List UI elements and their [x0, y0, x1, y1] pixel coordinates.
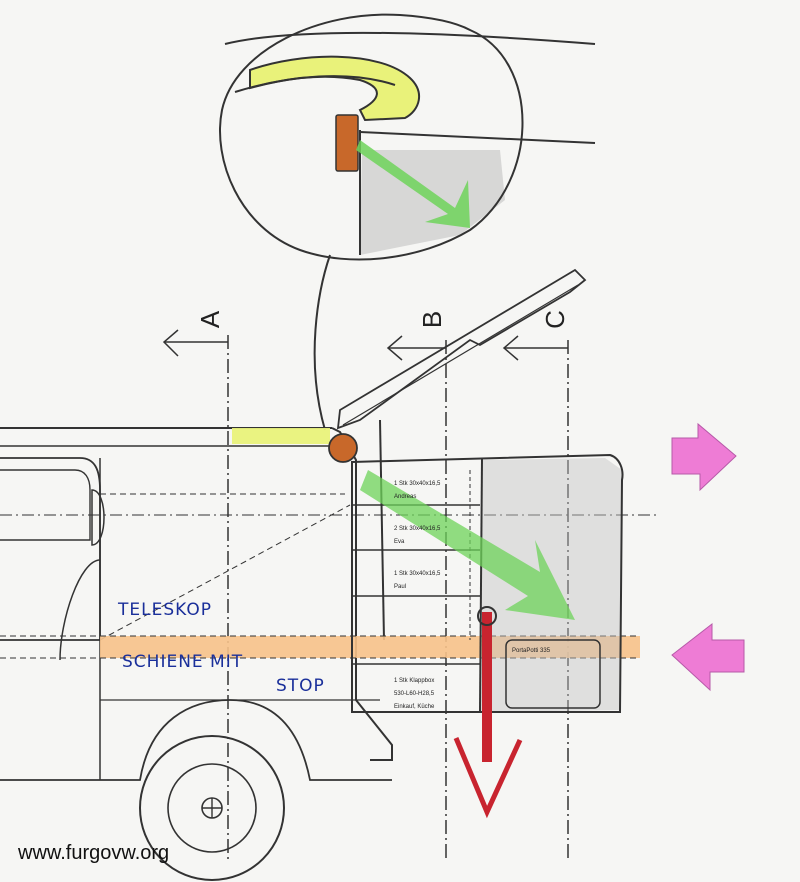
section-marker-a: [162, 329, 229, 860]
schiene-annotation-line1: SCHIENE MIT: [122, 652, 244, 672]
van-body: [0, 427, 660, 781]
drawer-3-label: 1 Stk 30x40x16,5 Paul: [394, 565, 440, 597]
pull-down-arrow: [453, 606, 523, 819]
porta-potti-label: PortaPotti 335: [512, 648, 551, 654]
watermark: www.furgovw.org: [18, 842, 170, 864]
drawer-3-owner: Paul: [394, 584, 407, 590]
section-marker-c: [502, 335, 569, 860]
drawer-1-size: 1 Stk 30x40x16,5: [394, 481, 441, 487]
drawer-1-owner: Andreas: [394, 494, 417, 500]
klappbox-label: 1 Stk Klappbox 530-L60-H28,5 Einkauf, Kü…: [394, 672, 434, 717]
drawer-2-label: 2 Stk 30x40x16,5 Eva: [394, 520, 440, 552]
detail-zoom-circle: [219, 13, 596, 431]
section-label-a: A: [195, 310, 226, 329]
section-marker-b: [386, 335, 447, 860]
inward-arrow: [671, 622, 745, 692]
outward-arrow: [671, 422, 737, 492]
drawer-3-size: 1 Stk 30x40x16,5: [394, 571, 441, 577]
klappbox-name: 1 Stk Klappbox: [394, 678, 435, 684]
klappbox-size: 530-L60-H28,5: [394, 691, 435, 697]
klappbox-use: Einkauf, Küche: [394, 704, 435, 710]
rear-wheel: [139, 735, 285, 881]
teleskop-annotation: TELESKOP: [118, 600, 212, 620]
open-tailgate: [336, 268, 587, 641]
schiene-annotation-line2: STOP: [276, 676, 325, 696]
drawer-2-size: 2 Stk 30x40x16,5: [394, 526, 441, 532]
drawer-1-label: 1 Stk 30x40x16,5 Andreas: [394, 475, 440, 507]
section-label-b: B: [417, 310, 448, 329]
storage-cabinet: [351, 453, 624, 713]
section-label-c: C: [539, 310, 570, 329]
drawer-2-owner: Eva: [394, 539, 405, 545]
